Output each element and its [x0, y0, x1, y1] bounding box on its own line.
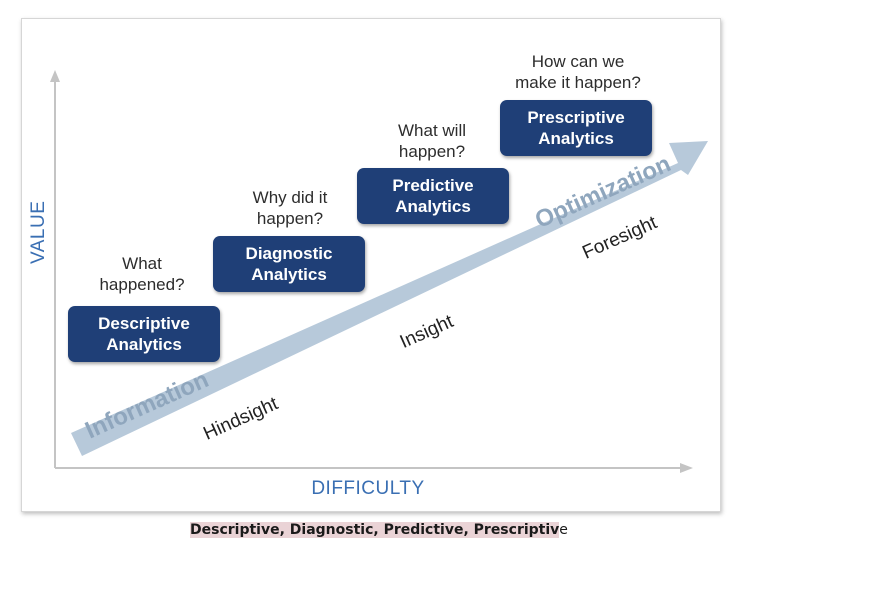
- box-title-line: Predictive: [392, 176, 474, 195]
- box-title-line: Descriptive: [98, 314, 190, 333]
- predictive-analytics-box: Predictive Analytics: [357, 168, 509, 224]
- prescriptive-analytics-box: Prescriptive Analytics: [500, 100, 652, 156]
- question-line: What: [122, 254, 162, 273]
- box-title-line: Analytics: [251, 265, 327, 284]
- question-line: What will: [397, 121, 466, 140]
- growth-arrow: [71, 141, 708, 456]
- insight-label: Insight: [397, 311, 457, 353]
- question-line: Why did it: [252, 188, 328, 207]
- diagnostic-analytics-box: Diagnostic Analytics: [213, 236, 365, 292]
- caption-tail-text: e: [559, 522, 568, 538]
- question-line: make it happen?: [515, 73, 641, 92]
- x-axis-arrowhead: [680, 463, 693, 473]
- hindsight-label: Hindsight: [200, 393, 282, 445]
- descriptive-analytics-box: Descriptive Analytics: [68, 306, 220, 362]
- foresight-label: Foresight: [579, 212, 661, 264]
- caption-highlighted-text: Descriptive, Diagnostic, Predictive, Pre…: [190, 522, 560, 538]
- question-predictive: What will happen?: [372, 120, 492, 162]
- question-prescriptive: How can we make it happen?: [503, 51, 653, 93]
- question-line: happened?: [99, 275, 185, 294]
- question-descriptive: What happened?: [82, 253, 202, 295]
- y-axis-label: VALUE: [28, 200, 49, 264]
- y-axis-arrowhead: [50, 70, 60, 82]
- question-line: happen?: [256, 209, 324, 228]
- box-title-line: Analytics: [395, 197, 471, 216]
- box-title-line: Prescriptive: [527, 108, 625, 127]
- box-title-line: Analytics: [538, 129, 614, 148]
- x-axis-label: DIFFICULTY: [311, 478, 425, 499]
- question-line: happen?: [398, 142, 466, 161]
- axes: [50, 70, 693, 473]
- box-title-line: Analytics: [106, 335, 182, 354]
- question-line: How can we: [531, 52, 625, 71]
- box-title-line: Diagnostic: [245, 244, 333, 263]
- question-diagnostic: Why did it happen?: [230, 187, 350, 229]
- figure-caption: Descriptive, Diagnostic, Predictive, Pre…: [190, 519, 568, 541]
- arrow-start-label: Information: [81, 366, 213, 444]
